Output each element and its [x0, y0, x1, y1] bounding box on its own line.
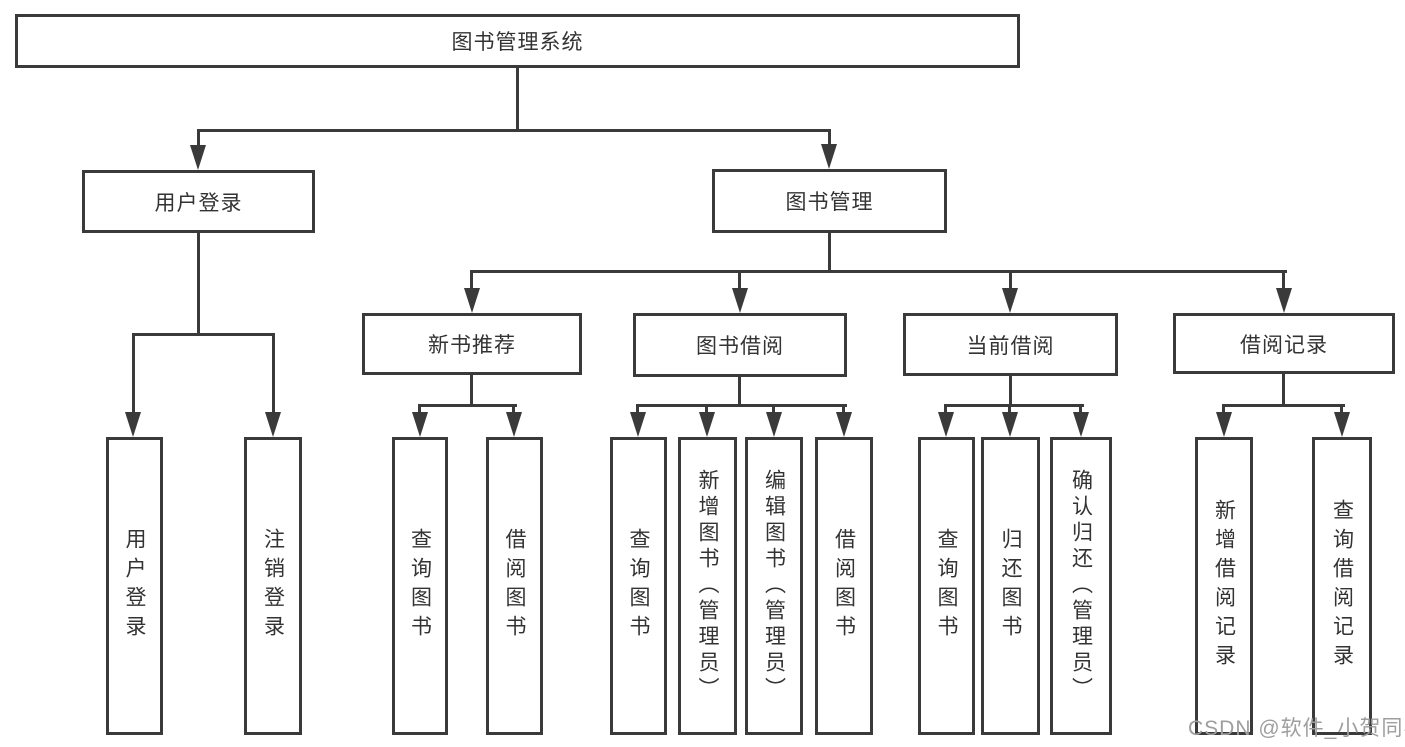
connector-line — [197, 233, 200, 336]
connector-line — [705, 404, 708, 418]
connector-line — [418, 404, 421, 418]
leaf-return-book-label: 归还图书 — [999, 528, 1022, 644]
connector-line — [516, 68, 519, 131]
node-root: 图书管理系统 — [15, 14, 1020, 68]
node-book-mgmt: 图书管理 — [712, 169, 947, 233]
leaf-user-login-label: 用户登录 — [123, 528, 146, 644]
connector-line — [944, 404, 947, 418]
leaf-edit-book-admin: 编辑图书（管理员） — [745, 437, 803, 735]
arrow-down-icon — [821, 144, 837, 169]
leaf-query-borrow-record: 查询借阅记录 — [1312, 437, 1372, 735]
connector-line — [197, 129, 831, 132]
arrow-down-icon — [630, 412, 646, 437]
leaf-borrow-book-rec-label: 借阅图书 — [503, 528, 526, 644]
connector-line — [197, 129, 200, 153]
node-borrow-records: 借阅记录 — [1173, 313, 1395, 374]
connector-line — [842, 404, 845, 418]
arrow-down-icon — [1276, 288, 1292, 313]
connector-line — [470, 270, 473, 296]
connector-line — [418, 404, 517, 407]
node-borrow-records-label: 借阅记录 — [1240, 333, 1328, 357]
connector-line — [828, 233, 831, 273]
connector-line — [1008, 404, 1011, 418]
connector-line — [738, 377, 741, 406]
leaf-borrow-book-borrow: 借阅图书 — [815, 437, 873, 735]
node-current-borrow: 当前借阅 — [903, 313, 1118, 376]
node-book-borrow-label: 图书借阅 — [696, 335, 784, 358]
connector-line — [132, 333, 135, 415]
node-book-borrow: 图书借阅 — [633, 313, 847, 377]
connector-line — [512, 404, 515, 418]
connector-line — [636, 404, 847, 407]
leaf-add-borrow-record: 新增借阅记录 — [1195, 437, 1253, 735]
connector-line — [944, 404, 1084, 407]
leaf-add-book-admin-label: 新增图书（管理员） — [696, 469, 719, 703]
connector-line — [1222, 404, 1345, 407]
leaf-edit-book-admin-label: 编辑图书（管理员） — [762, 469, 786, 703]
arrow-down-icon — [766, 412, 782, 437]
connector-line — [636, 404, 639, 418]
leaf-add-book-admin: 新增图书（管理员） — [678, 437, 737, 735]
node-user-login-label: 用户登录 — [154, 191, 243, 215]
leaf-query-borrow-record-label: 查询借阅记录 — [1330, 499, 1354, 673]
connector-line — [1009, 270, 1012, 296]
arrow-down-icon — [412, 412, 428, 437]
connector-line — [470, 375, 473, 406]
arrow-down-icon — [938, 412, 954, 437]
leaf-return-book: 归还图书 — [981, 437, 1040, 735]
leaf-user-login: 用户登录 — [106, 437, 163, 735]
connector-line — [738, 270, 741, 296]
arrow-down-icon — [1073, 412, 1089, 437]
connector-line — [1282, 270, 1285, 296]
leaf-query-book-borrow: 查询图书 — [610, 437, 667, 735]
arrow-down-icon — [265, 412, 281, 437]
connector-line — [1282, 374, 1285, 406]
node-user-login: 用户登录 — [82, 170, 315, 233]
arrow-down-icon — [1334, 412, 1350, 437]
connector-line — [470, 270, 1287, 273]
arrow-down-icon — [699, 412, 715, 437]
arrow-down-icon — [1216, 412, 1232, 437]
leaf-query-book-current: 查询图书 — [918, 437, 975, 735]
leaf-borrow-book-borrow-label: 借阅图书 — [832, 528, 856, 644]
node-new-book-rec-label: 新书推荐 — [428, 334, 516, 357]
arrow-down-icon — [506, 412, 522, 437]
connector-line — [828, 129, 831, 153]
leaf-confirm-return-admin-label: 确认归还（管理员） — [1069, 469, 1093, 703]
leaf-logout: 注销登录 — [244, 437, 302, 735]
arrow-down-icon — [1002, 288, 1018, 313]
leaf-add-borrow-record-label: 新增借阅记录 — [1212, 499, 1236, 673]
csdn-watermark: CSDN @软件_小贺同学 — [1188, 717, 1405, 740]
connector-line — [1079, 404, 1082, 418]
leaf-query-book-rec: 查询图书 — [392, 437, 448, 735]
node-book-mgmt-label: 图书管理 — [785, 191, 874, 214]
node-root-label: 图书管理系统 — [451, 31, 584, 54]
connector-line — [1222, 404, 1225, 418]
connector-line — [272, 333, 275, 415]
arrow-down-icon — [1002, 412, 1018, 437]
leaf-borrow-book-rec: 借阅图书 — [486, 437, 543, 735]
node-new-book-rec: 新书推荐 — [362, 313, 582, 375]
arrow-down-icon — [836, 412, 852, 437]
leaf-query-book-borrow-label: 查询图书 — [627, 528, 650, 644]
connector-line — [772, 404, 775, 418]
leaf-logout-label: 注销登录 — [261, 528, 285, 644]
arrow-down-icon — [190, 145, 206, 170]
leaf-query-book-current-label: 查询图书 — [935, 528, 958, 644]
leaf-query-book-rec-label: 查询图书 — [408, 528, 432, 644]
connector-line — [1009, 376, 1012, 406]
node-current-borrow-label: 当前借阅 — [966, 334, 1055, 358]
connector-line — [132, 333, 275, 336]
arrow-down-icon — [464, 288, 480, 313]
connector-line — [1340, 404, 1343, 418]
arrow-down-icon — [125, 412, 141, 437]
leaf-confirm-return-admin: 确认归还（管理员） — [1050, 437, 1112, 735]
arrow-down-icon — [732, 288, 748, 313]
